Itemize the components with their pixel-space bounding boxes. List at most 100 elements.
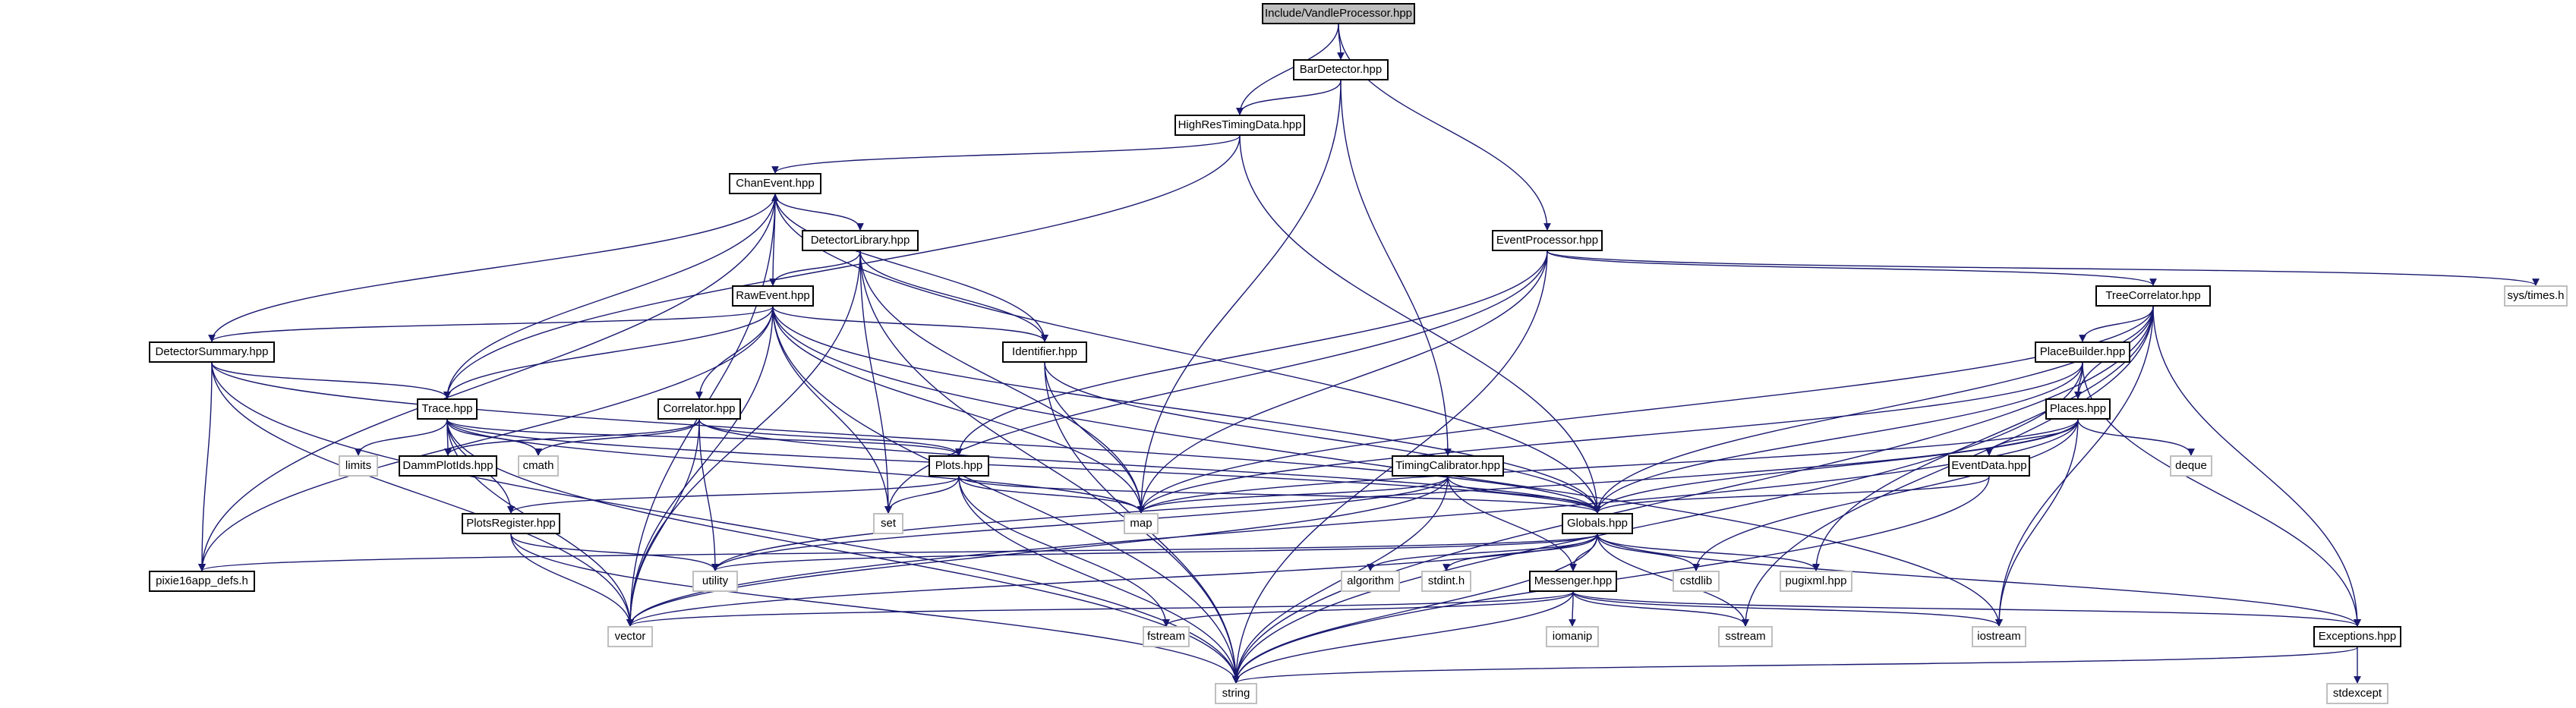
edge-raw-to-map	[772, 306, 1145, 514]
node-fstream: fstream	[1143, 626, 1190, 647]
node-sstream: sstream	[1718, 626, 1773, 647]
edge-chan-to-globals	[774, 194, 1601, 514]
node-detector-library[interactable]: DetectorLibrary.hpp	[802, 230, 919, 251]
edge-globals-to-pixie	[198, 533, 1598, 571]
edge-treecorr-to-iostream	[1995, 306, 2154, 627]
edge-raw-to-set	[772, 306, 892, 514]
node-exceptions[interactable]: Exceptions.hpp	[2313, 626, 2401, 647]
edge-raw-to-corr	[695, 306, 774, 399]
edge-messenger-to-string	[1232, 591, 1574, 684]
edge-corr-to-plots	[698, 419, 963, 456]
edge-messenger-to-iomanip	[1569, 591, 1576, 627]
edge-evproc-to-set	[884, 250, 1548, 514]
node-string: string	[1215, 683, 1257, 704]
edge-hrtd-to-globals	[1239, 135, 1601, 514]
edge-plots-to-set	[884, 476, 960, 514]
node-plots[interactable]: Plots.hpp	[929, 455, 989, 477]
edge-corr-to-globals	[698, 419, 1601, 514]
edge-vandle-to-hrtd	[1236, 24, 1339, 115]
node-trace[interactable]: Trace.hpp	[417, 398, 478, 420]
edge-chan-to-detlib	[774, 194, 864, 231]
node-stdint: stdint.h	[1421, 571, 1471, 592]
edge-plotsreg-to-string	[510, 533, 1240, 684]
edge-detlib-to-raw	[769, 250, 861, 286]
edge-placebuild-to-globals	[1594, 362, 2083, 514]
node-damm-plot-ids[interactable]: DammPlotIds.hpp	[399, 455, 497, 477]
node-cmath: cmath	[518, 455, 559, 477]
edge-detsum-to-pixie	[198, 362, 213, 571]
node-plots-register[interactable]: PlotsRegister.hpp	[462, 513, 560, 534]
edge-raw-to-pixie	[198, 306, 774, 571]
edge-chan-to-pixie	[198, 194, 776, 571]
edge-trace-to-globals	[446, 419, 1601, 514]
node-event-processor[interactable]: EventProcessor.hpp	[1492, 230, 1603, 251]
node-detector-summary[interactable]: DetectorSummary.hpp	[149, 341, 275, 363]
edge-chan-to-trace	[443, 194, 776, 399]
edge-raw-to-chan	[771, 194, 779, 286]
edge-vandle-to-evproc	[1338, 24, 1551, 231]
edge-placebuild-to-string	[1232, 362, 2083, 684]
node-timing-calibrator[interactable]: TimingCalibrator.hpp	[1392, 455, 1504, 477]
edge-trace-to-string	[446, 419, 1240, 684]
edge-detsum-to-chan	[211, 194, 779, 342]
node-correlator[interactable]: Correlator.hpp	[657, 398, 741, 420]
node-set: set	[873, 513, 903, 534]
edge-detsum-to-trace	[211, 362, 451, 399]
edge-places-to-globals	[1594, 419, 2079, 514]
edge-detlib-to-ident	[859, 250, 1048, 342]
node-algorithm: algorithm	[1341, 571, 1400, 592]
edge-detlib-to-map	[859, 250, 1145, 514]
node-places[interactable]: Places.hpp	[2045, 398, 2111, 420]
edge-plotsreg-to-vector	[510, 533, 634, 627]
edge-exceptions-to-string	[1232, 647, 2358, 684]
edge-globals-to-vector	[626, 533, 1598, 627]
edge-ident-to-map	[1044, 362, 1145, 514]
edge-bardet-to-map	[1137, 80, 1342, 514]
node-iomanip: iomanip	[1546, 626, 1599, 647]
edge-places-to-deque	[2077, 419, 2195, 456]
node-high-res-timing-data[interactable]: HighResTimingData.hpp	[1174, 115, 1305, 136]
edge-globals-to-sstream	[1597, 533, 1749, 627]
node-identifier[interactable]: Identifier.hpp	[1002, 341, 1087, 363]
edge-hrtd-to-chan	[771, 135, 1241, 174]
node-globals[interactable]: Globals.hpp	[1562, 513, 1633, 534]
edge-places-to-map	[1137, 419, 2079, 514]
edge-detsum-to-vector	[211, 362, 634, 627]
edge-raw-to-vector	[626, 306, 774, 627]
edge-corr-to-damm	[444, 419, 700, 456]
edge-messenger-to-fstream	[1162, 591, 1574, 627]
edge-evproc-to-treecorr	[1547, 250, 2157, 286]
edge-detsum-to-globals	[211, 362, 1601, 514]
node-pugixml: pugixml.hpp	[1780, 571, 1852, 592]
node-bar-detector[interactable]: BarDetector.hpp	[1293, 59, 1389, 80]
edge-plotsreg-to-utility	[510, 533, 719, 571]
node-iostream: iostream	[1972, 626, 2026, 647]
node-deque: deque	[2170, 455, 2212, 477]
edge-raw-to-iostream	[772, 306, 2003, 627]
edge-trace-to-map	[446, 419, 1145, 514]
edge-raw-to-trace	[443, 306, 774, 399]
node-map: map	[1124, 513, 1159, 534]
edge-evproc-to-systimes	[1547, 250, 2540, 286]
edge-bardet-to-timcal	[1340, 80, 1452, 456]
edge-ident-to-globals	[1044, 362, 1601, 514]
edge-corr-to-cmath	[534, 419, 700, 456]
edge-placebuild-to-map	[1137, 362, 2083, 514]
node-vector: vector	[607, 626, 653, 647]
node-event-data[interactable]: EventData.hpp	[1948, 455, 2030, 477]
edge-trace-to-plots	[446, 419, 963, 456]
edge-evdata-to-globals	[1594, 476, 1990, 514]
node-pixie16-app-defs[interactable]: pixie16app_defs.h	[149, 571, 255, 592]
edge-chan-to-ident	[774, 194, 1048, 342]
node-raw-event[interactable]: RawEvent.hpp	[732, 285, 814, 307]
node-place-builder[interactable]: PlaceBuilder.hpp	[2035, 341, 2130, 363]
edge-messenger-to-iostream	[1572, 591, 2003, 627]
edge-places-to-evdata	[1985, 419, 2079, 456]
node-chan-event[interactable]: ChanEvent.hpp	[729, 173, 821, 194]
node-messenger[interactable]: Messenger.hpp	[1529, 571, 1617, 592]
edge-places-to-iostream	[1995, 419, 2079, 627]
node-tree-correlator[interactable]: TreeCorrelator.hpp	[2095, 285, 2211, 307]
node-vandle-processor[interactable]: Include/VandleProcessor.hpp	[1262, 3, 1415, 24]
